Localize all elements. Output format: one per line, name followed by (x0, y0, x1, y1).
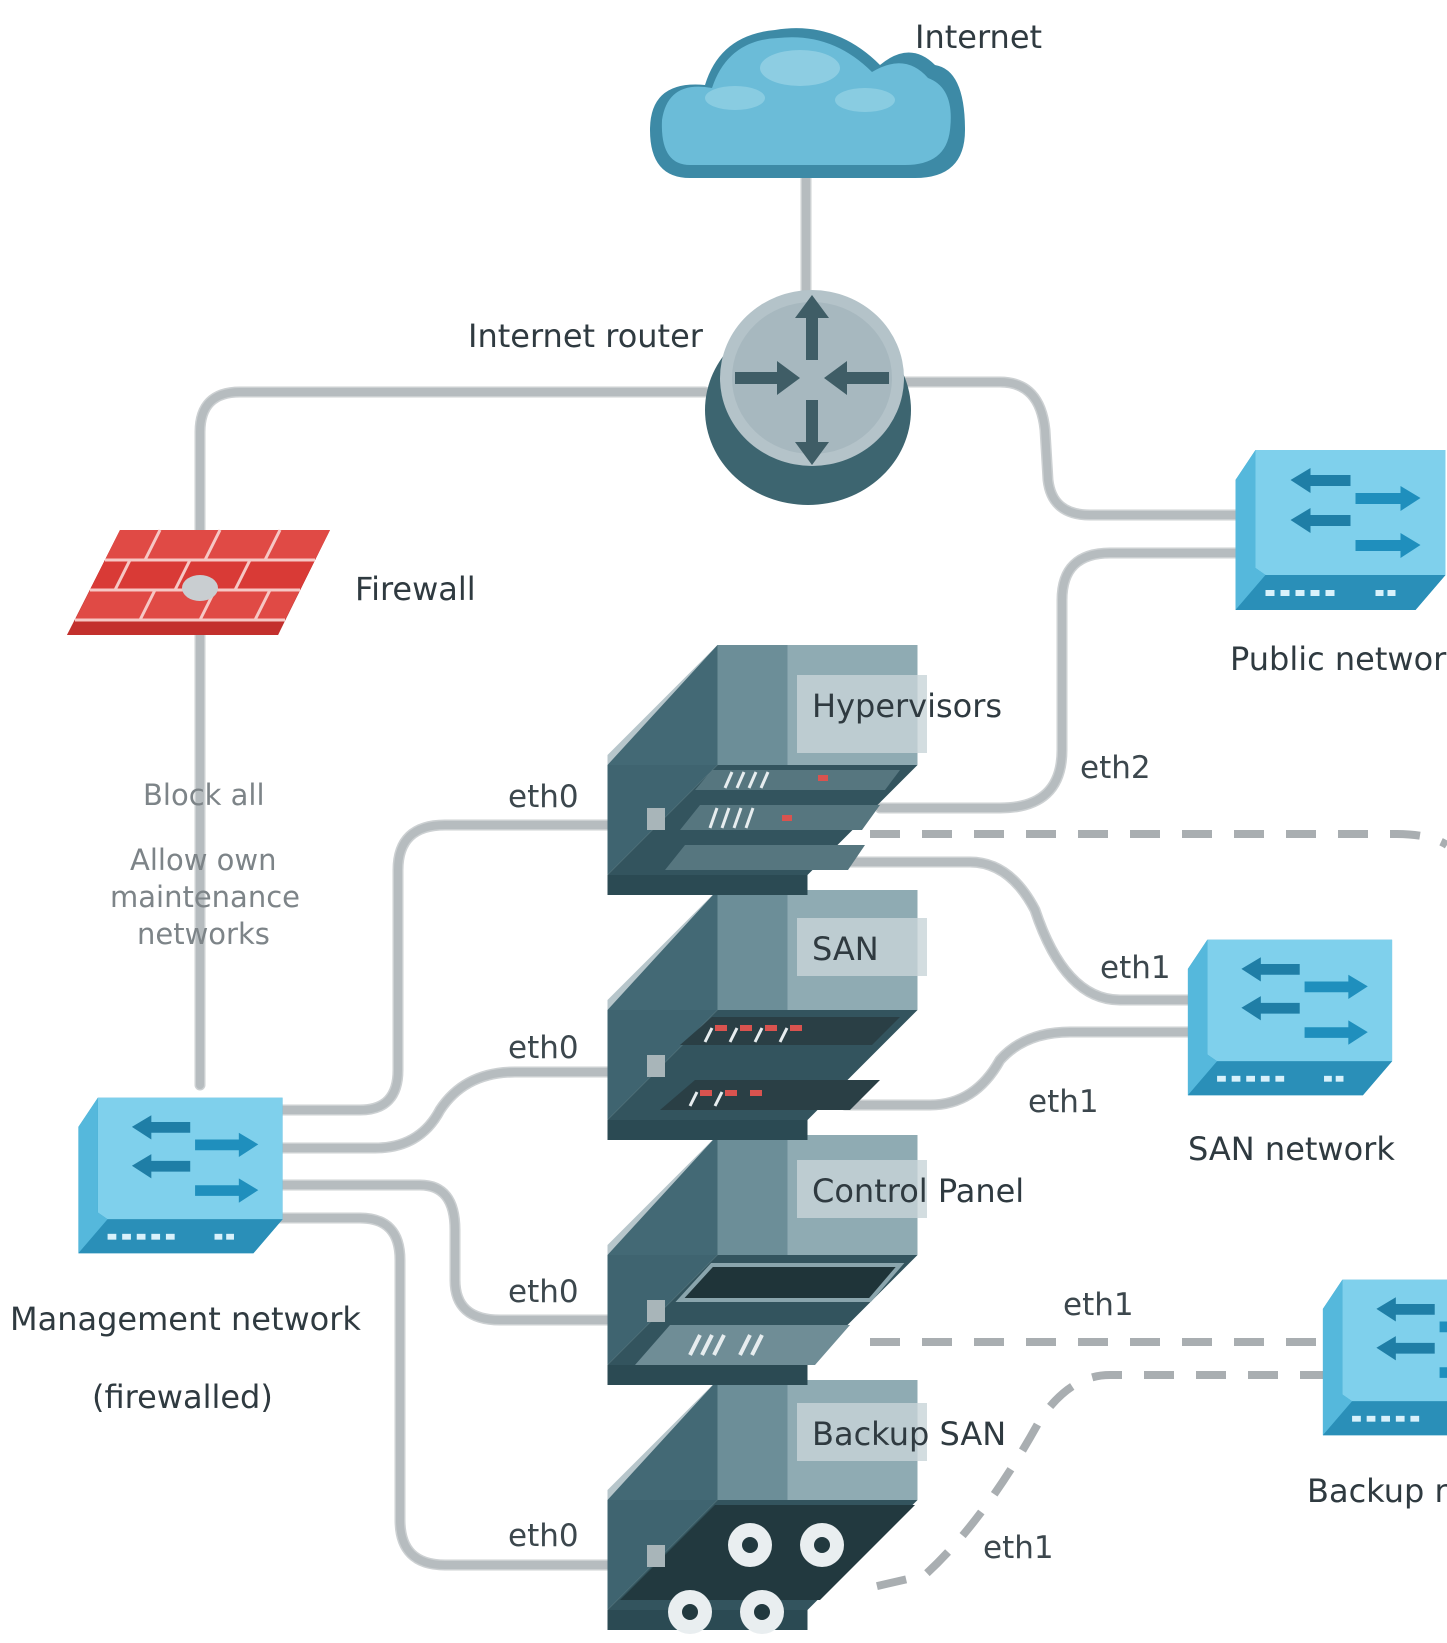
cable-hyp-eth1 (836, 858, 1199, 1004)
cable-mgmt-san-eth0 (276, 1068, 644, 1152)
management-firewalled-label: (firewalled) (92, 1378, 273, 1416)
bsan-eth1-label: eth1 (983, 1530, 1054, 1566)
cable-mgmt-bsan-eth0 (276, 1214, 644, 1569)
backup-network-switch (1322, 1279, 1447, 1436)
control-panel-server (607, 1135, 918, 1385)
firewall-rule-allow-2: maintenance (110, 880, 300, 914)
dashed-bsan-eth1 (859, 1371, 1330, 1594)
hypervisors-label: Hypervisors (812, 687, 1002, 725)
firewall-rule-allow-3: networks (137, 917, 270, 951)
cp-eth1-label: eth1 (1063, 1287, 1134, 1323)
san-server (607, 890, 918, 1140)
san-eth0-label: eth0 (508, 1030, 579, 1066)
router-label: Internet router (468, 317, 704, 355)
cable-hyp-eth2 (876, 549, 1249, 812)
firewall-rule-block-all: Block all (143, 778, 265, 812)
hyp-eth1-label: eth1 (1100, 950, 1171, 986)
backup-san-label: Backup SAN (812, 1415, 1006, 1453)
internet-label: Internet (915, 18, 1042, 56)
dashed-hyp-backup (870, 830, 1447, 849)
cable-mgmt-hyp-eth0 (276, 821, 644, 1114)
cable-mgmt-cp-eth0 (276, 1181, 644, 1324)
public-network-switch (1235, 450, 1446, 610)
san-eth1-label: eth1 (1028, 1084, 1099, 1120)
backup-network-label: Backup n (1307, 1472, 1447, 1510)
management-network-switch (78, 1097, 283, 1254)
bsan-eth0-label: eth0 (508, 1518, 579, 1554)
firewall-label: Firewall (355, 570, 476, 608)
cable-san-eth1 (841, 1028, 1199, 1109)
management-network-label: Management network (10, 1300, 361, 1338)
public-network-label: Public networ (1230, 640, 1447, 678)
cables (194, 164, 1447, 1594)
san-network-switch (1187, 939, 1393, 1096)
cable-router-public (891, 378, 1249, 519)
control-panel-label: Control Panel (812, 1172, 1024, 1210)
cp-eth0-label: eth0 (508, 1274, 579, 1310)
firewall-icon (67, 529, 330, 635)
firewall-rule-allow-1: Allow own (130, 843, 276, 877)
cloud-icon (650, 28, 965, 178)
hypervisors-server (607, 645, 918, 895)
hyp-eth2-label: eth2 (1080, 750, 1151, 786)
router-icon (705, 290, 911, 505)
server-nameplates (797, 675, 927, 1461)
san-network-label: SAN network (1188, 1130, 1395, 1168)
san-label: SAN (812, 930, 879, 968)
hyp-eth0-label: eth0 (508, 779, 579, 815)
backup-san-server (607, 1380, 918, 1634)
cable-router-firewall (196, 388, 709, 579)
